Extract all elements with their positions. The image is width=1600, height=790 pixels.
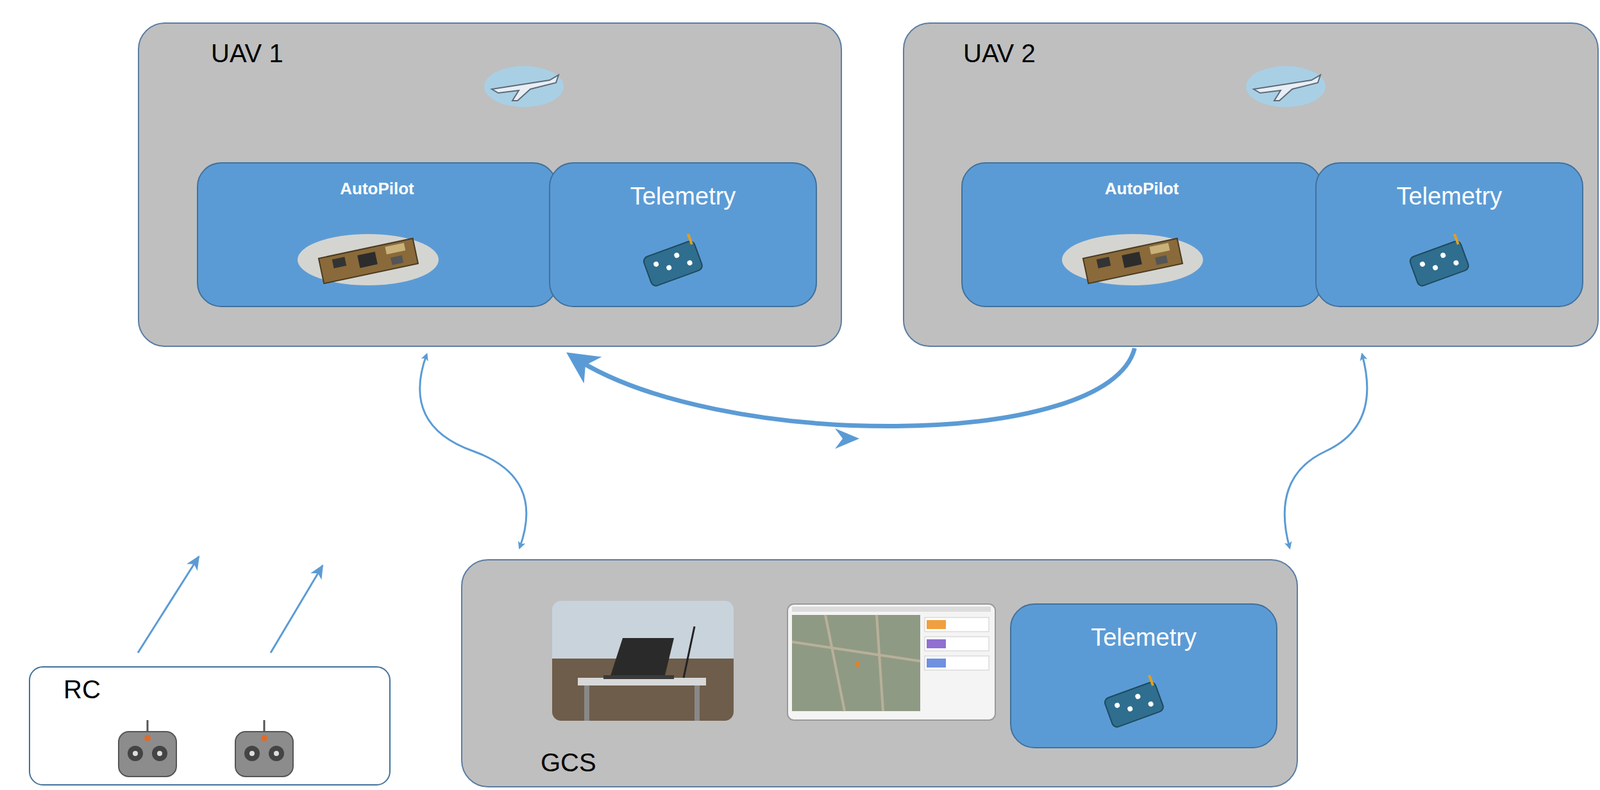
autopilot-board-image <box>294 221 442 292</box>
node-label: UAV 2 <box>963 39 1036 68</box>
autopilot-box: AutoPilot <box>196 162 558 308</box>
link-arrow <box>1284 354 1368 548</box>
rc-transmitter-image <box>112 718 183 781</box>
telemetry-box: Telemetry <box>548 162 817 308</box>
autopilot-board-image <box>1058 221 1207 292</box>
uav-group: UAV 2 AutoPilot Telemetry <box>902 22 1599 347</box>
rc-group: RC <box>28 666 391 786</box>
node-label: RC <box>63 675 101 705</box>
node-label: Telemetry <box>1011 623 1277 652</box>
telemetry-radio-image <box>1400 234 1478 292</box>
node-label: Telemetry <box>550 182 816 211</box>
telemetry-box: Telemetry <box>1010 603 1278 749</box>
rc-signal-arrows <box>137 556 323 653</box>
uav-group: UAV 1 AutoPilot Telemetry <box>137 22 843 347</box>
telemetry-box: Telemetry <box>1315 162 1584 308</box>
node-label: AutoPilot <box>962 178 1322 199</box>
link-arrow <box>420 354 527 548</box>
telemetry-radio-image <box>634 234 712 292</box>
gcs-software-screenshot <box>786 603 996 721</box>
node-label: UAV 1 <box>210 39 284 68</box>
link-arrow <box>571 348 1135 427</box>
node-label: AutoPilot <box>198 178 556 199</box>
node-label: GCS <box>540 748 597 778</box>
telemetry-radio-image <box>1095 675 1173 733</box>
plane-icon <box>479 55 569 114</box>
rc-transmitter-image <box>228 718 300 781</box>
gcs-group: GCS Telemetry <box>461 559 1298 788</box>
link-midpoint-mark <box>834 428 860 449</box>
plane-icon <box>1240 55 1331 114</box>
node-label: Telemetry <box>1316 182 1583 211</box>
field-laptop-photo <box>552 600 734 721</box>
autopilot-box: AutoPilot <box>961 162 1323 308</box>
